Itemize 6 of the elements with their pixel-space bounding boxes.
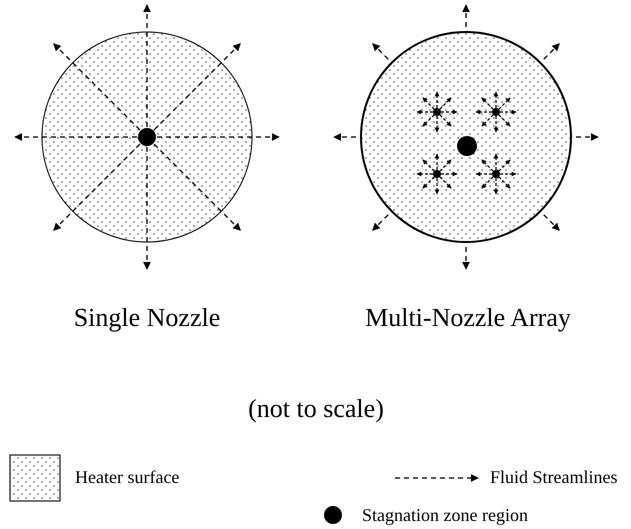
caption-text: Single Nozzle: [74, 303, 220, 333]
legend-label: Stagnation zone region: [362, 505, 528, 526]
legend-label: Heater surface: [75, 467, 180, 488]
legend-label: Fluid Streamlines: [490, 467, 618, 488]
caption-text: Multi-Nozzle Array: [365, 303, 571, 333]
note-text: (not to scale): [248, 394, 384, 424]
